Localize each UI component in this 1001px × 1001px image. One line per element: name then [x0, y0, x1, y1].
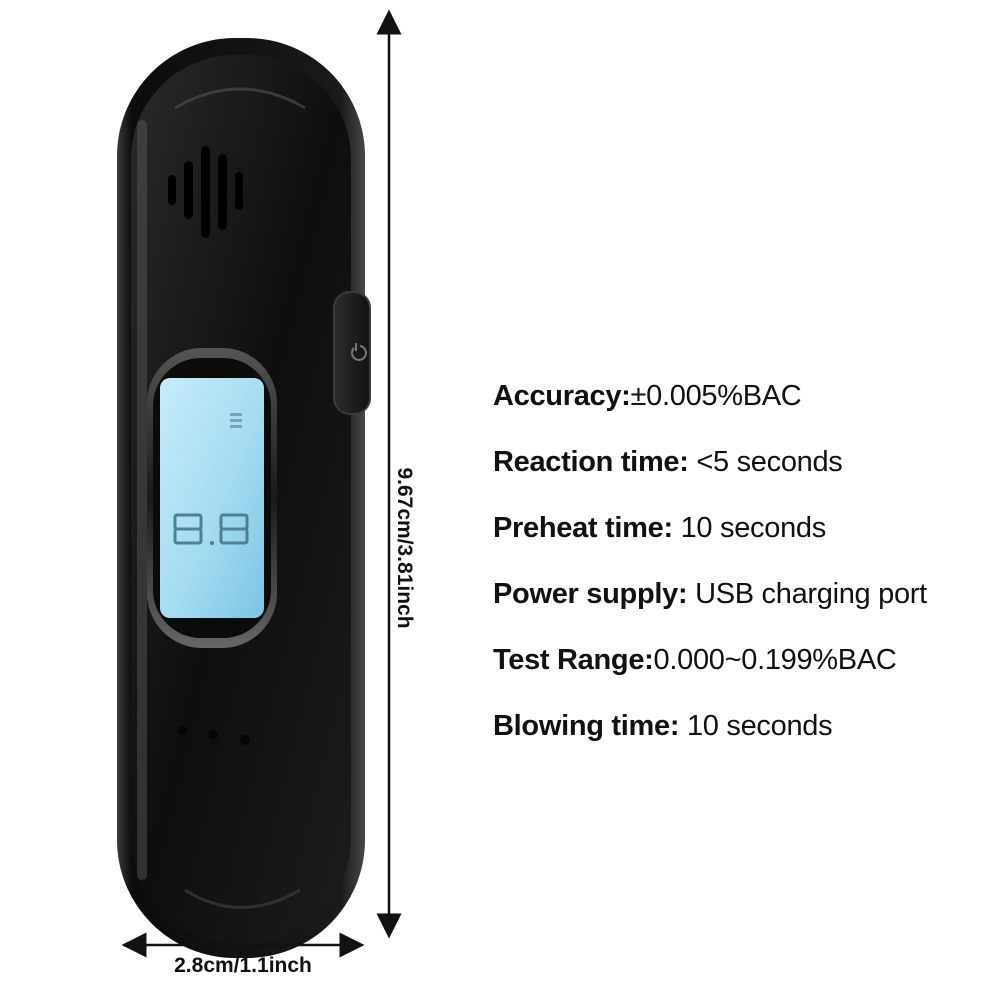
spec-value: 0.000~0.199%BAC [653, 644, 897, 676]
speaker-grille-icon [168, 146, 243, 238]
lcd-screen [160, 378, 264, 618]
spec-key: Preheat time: [493, 512, 681, 544]
spec-value: <5 seconds [696, 446, 843, 478]
air-holes [177, 725, 250, 745]
spec-list: Accuracy:±0.005%BAC Reaction time: <5 se… [493, 380, 993, 776]
spec-test-range: Test Range:0.000~0.199%BAC [493, 644, 993, 710]
spec-value: USB charging port [695, 578, 927, 610]
spec-key: Blowing time: [493, 710, 687, 742]
spec-key: Accuracy: [493, 380, 631, 412]
spec-power-supply: Power supply: USB charging port [493, 578, 993, 644]
spec-preheat-time: Preheat time: 10 seconds [493, 512, 993, 578]
spec-value: 10 seconds [680, 512, 827, 544]
spec-accuracy: Accuracy:±0.005%BAC [493, 380, 993, 446]
spec-blowing-time: Blowing time: 10 seconds [493, 710, 993, 776]
lcd-reading [173, 513, 249, 545]
spec-reaction-time: Reaction time: <5 seconds [493, 446, 993, 512]
spec-value: 10 seconds [686, 710, 833, 742]
spec-key: Reaction time: [493, 446, 697, 478]
spec-key: Test Range: [493, 644, 654, 676]
spec-key: Power supply: [493, 578, 696, 610]
height-dimension-label: 9.67cm/3.81inch [393, 467, 416, 629]
spec-value: ±0.005%BAC [630, 380, 802, 412]
power-icon [351, 343, 367, 361]
width-dimension-label: 2.8cm/1.1inch [174, 954, 312, 977]
